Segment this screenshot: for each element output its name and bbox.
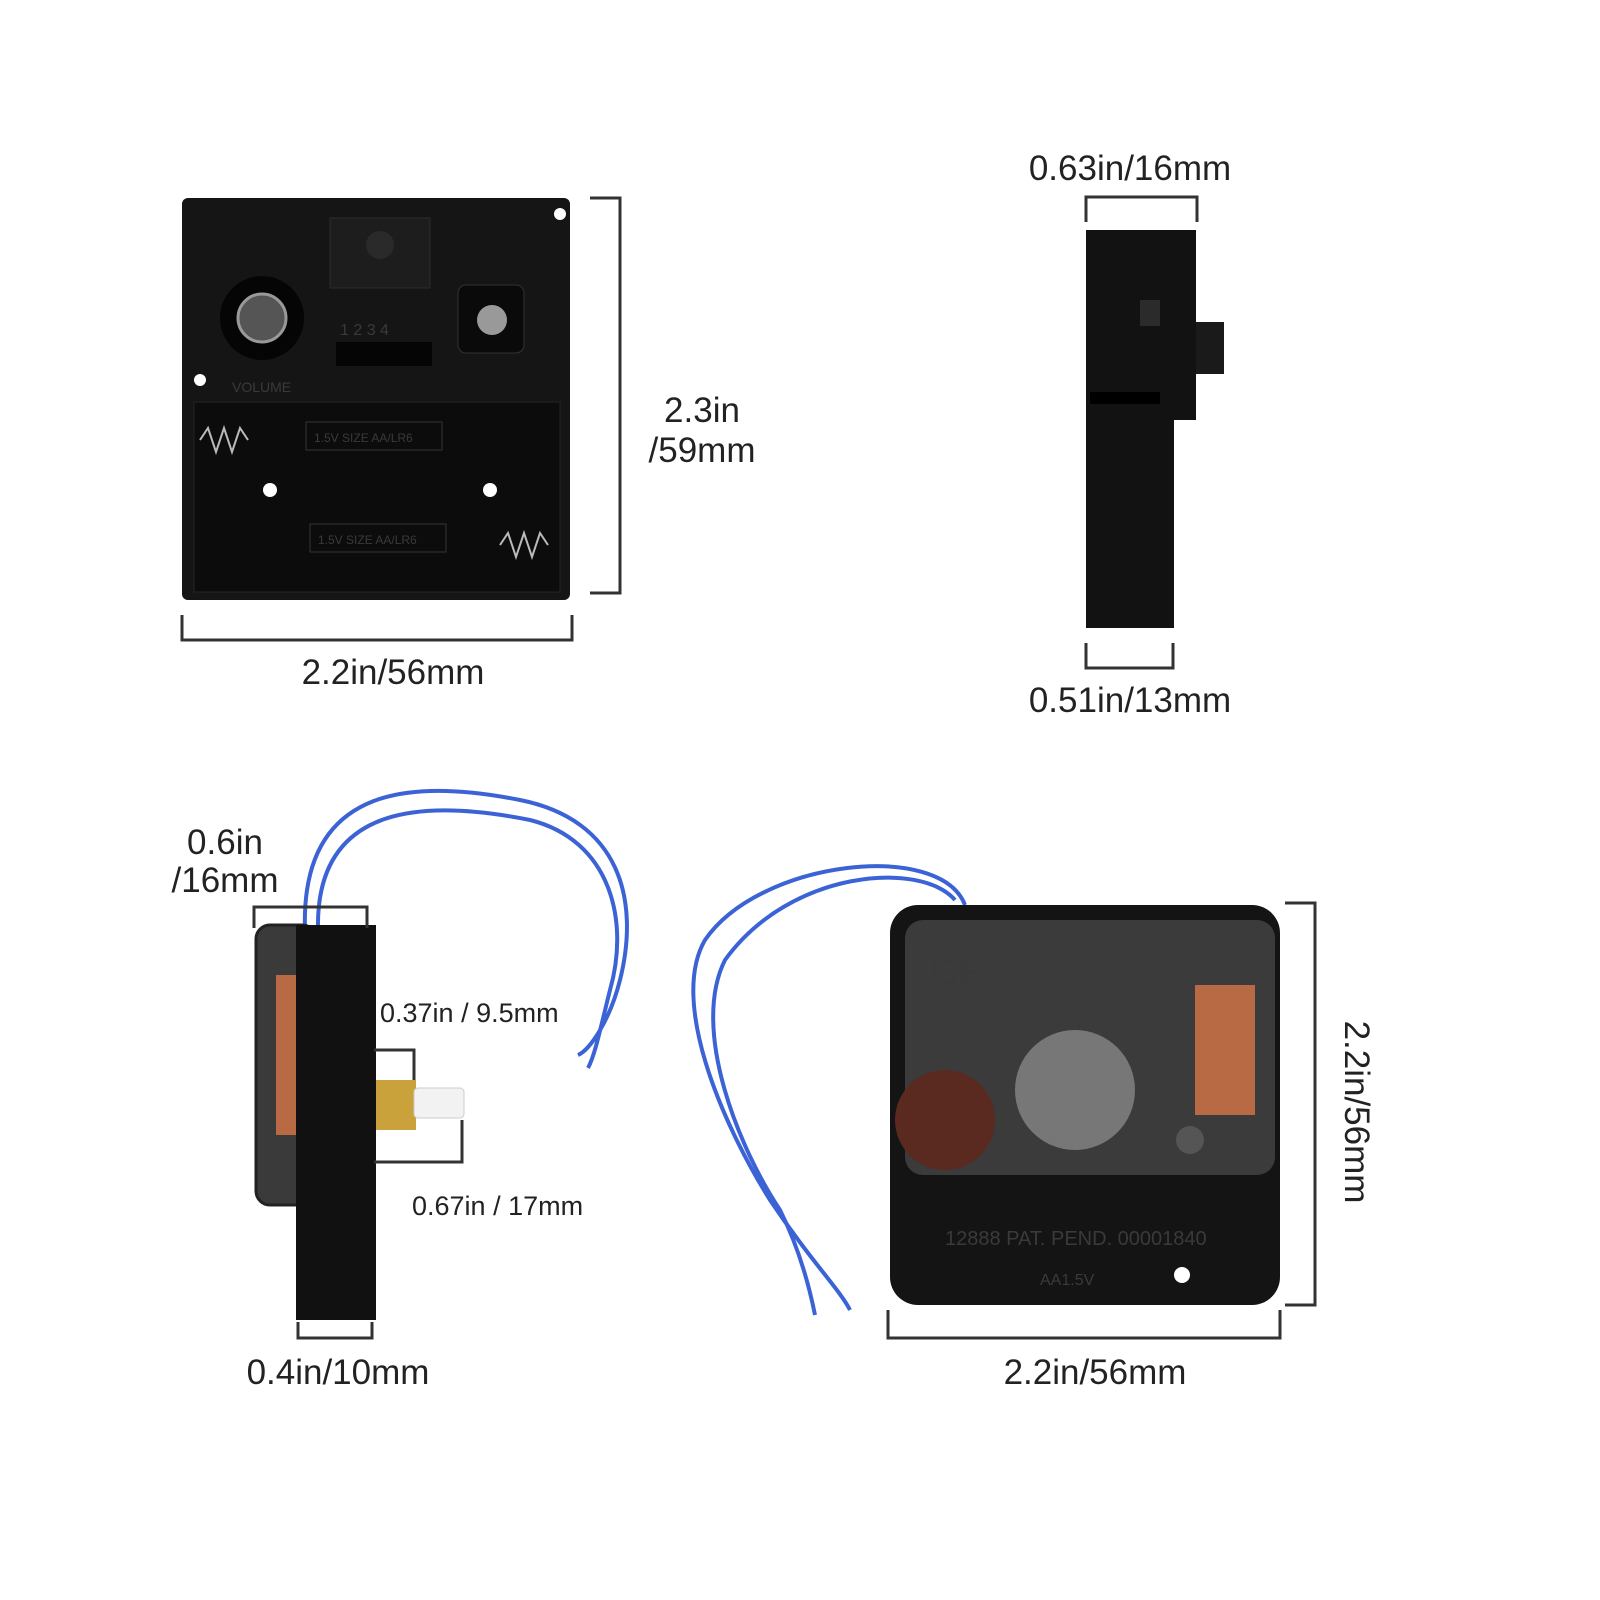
patent-marking: 12888 PAT. PEND. 00001840	[945, 1228, 1207, 1250]
width-dimension-line	[180, 615, 574, 642]
front-height-label: 2.2in/56mm	[1337, 1021, 1376, 1204]
back-width-label: 2.2in/56mm	[302, 653, 485, 692]
battery-label-bottom: 1.5V SIZE AA/LR6	[318, 533, 417, 547]
ce-marking: CE	[930, 952, 983, 994]
profile-bottom-dimension	[1084, 643, 1175, 670]
profile-top-dimension	[1084, 195, 1199, 222]
front-width-dimension	[886, 1310, 1282, 1340]
battery-marking: AA1.5V	[1040, 1272, 1095, 1289]
front-height-dimension	[1285, 901, 1317, 1307]
battery-label-top: 1.5V SIZE AA/LR6	[314, 431, 413, 445]
back-view-movement: 1 2 3 4 VOLUME 1.5V SIZE AA/LR6 1.5V SIZ…	[182, 198, 570, 600]
back-height-label: 2.3in	[664, 391, 740, 430]
profile-top-label: 0.63in/16mm	[1029, 149, 1231, 188]
shaft-total-label: 0.67in / 17mm	[412, 1191, 583, 1221]
base-dimension-line	[296, 1322, 374, 1340]
shaft-dimension-line	[374, 1048, 416, 1080]
base-label: 0.4in/10mm	[247, 1353, 430, 1392]
switch-numbers: 1 2 3 4	[340, 322, 389, 339]
shaft-total-dimension-line	[374, 1120, 464, 1164]
front-width-label: 2.2in/56mm	[1004, 1353, 1187, 1392]
shaft-label: 0.37in / 9.5mm	[380, 998, 559, 1028]
profile-view-movement	[1086, 230, 1224, 628]
profile-bottom-label: 0.51in/13mm	[1029, 681, 1231, 720]
front-view-wire-movement: CE 12888 PAT. PEND. 00001840 AA1.5V	[691, 864, 1280, 1316]
back-height-label-mm: /59mm	[649, 431, 756, 470]
side-view-wire-movement	[254, 788, 629, 1320]
depth-label: 0.6in	[187, 823, 263, 862]
depth-dimension-line	[252, 905, 369, 928]
height-dimension-line	[590, 196, 622, 595]
knob-label: VOLUME	[232, 379, 291, 395]
depth-label-mm: /16mm	[172, 861, 279, 900]
